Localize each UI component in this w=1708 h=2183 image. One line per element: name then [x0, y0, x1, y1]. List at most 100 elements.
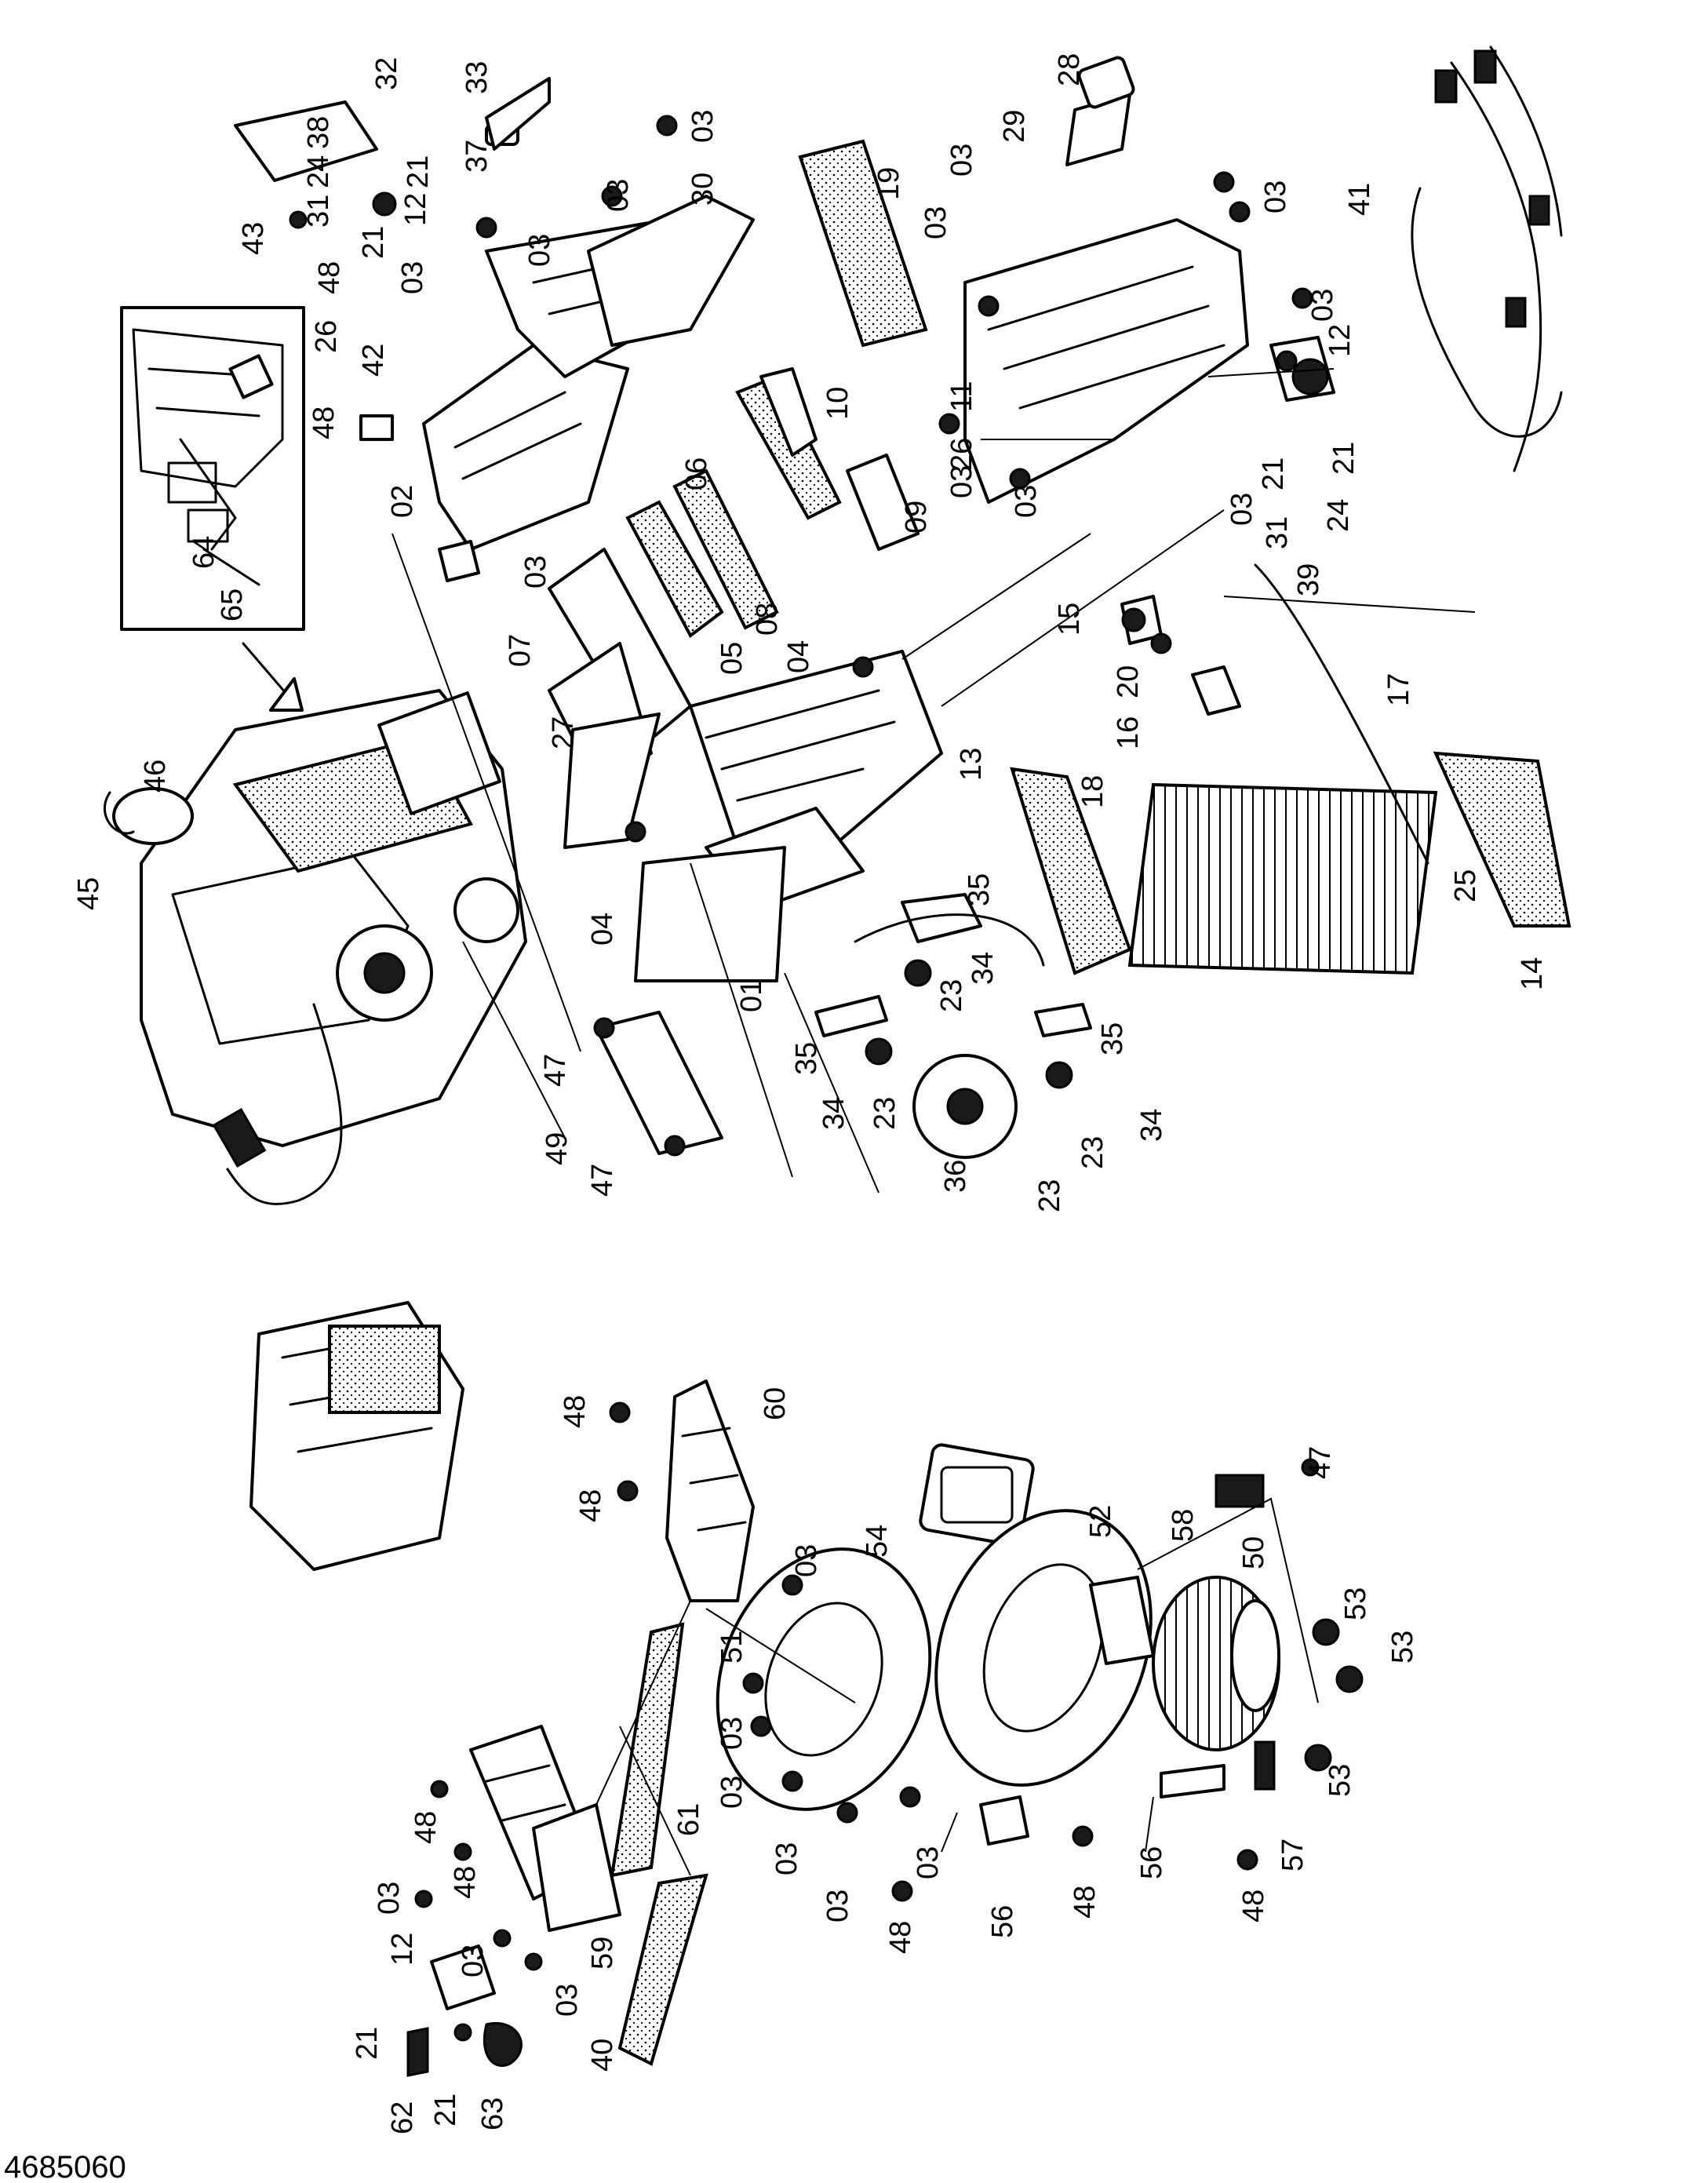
callout-40: 40 [586, 2039, 619, 2072]
callout-01: 01 [735, 979, 768, 1012]
connector-57 [1254, 1740, 1276, 1791]
callout-21: 21 [351, 2027, 384, 2060]
callout-03: 03 [945, 144, 978, 177]
callout-12: 12 [386, 1933, 419, 1966]
callout-54: 54 [861, 1525, 894, 1558]
callout-31: 31 [302, 195, 335, 228]
small-parts-lower [414, 1401, 1364, 2042]
callout-03: 03 [790, 1544, 823, 1577]
callout-23: 23 [1033, 1179, 1066, 1212]
callout-09: 09 [900, 501, 933, 534]
callout-47: 47 [539, 1054, 572, 1087]
callout-03: 03 [920, 206, 952, 239]
callout-labels-lower: 48 60 48 54 03 47 52 58 50 51 53 53 03 0… [351, 1387, 1419, 2134]
callout-37: 37 [461, 140, 493, 173]
callout-36: 36 [939, 1160, 972, 1193]
leader-lines-lower [595, 1497, 1319, 1876]
callout-03: 03 [821, 1890, 854, 1922]
blower-motor-wheel [1152, 1576, 1280, 1751]
intake-housing [665, 1379, 755, 1602]
callout-30: 30 [686, 173, 719, 206]
callout-03: 03 [396, 261, 429, 294]
lower-exploded-assembly [249, 1301, 1364, 2077]
callout-27: 27 [547, 716, 580, 749]
callout-35: 35 [790, 1042, 823, 1075]
callout-42: 42 [357, 344, 390, 377]
upper-exploded-assembly [104, 46, 1571, 1205]
callout-41: 41 [1343, 183, 1376, 216]
callout-35: 35 [963, 873, 996, 906]
callout-16: 16 [1112, 716, 1145, 749]
callout-52: 52 [1084, 1505, 1117, 1538]
callout-03: 03 [770, 1842, 803, 1875]
callout-48: 48 [449, 1866, 482, 1899]
callout-48: 48 [559, 1395, 592, 1428]
callout-39: 39 [1292, 563, 1325, 596]
callout-57: 57 [1276, 1839, 1309, 1871]
callout-61: 61 [672, 1803, 705, 1836]
callout-47: 47 [586, 1164, 619, 1197]
callout-19: 19 [872, 167, 905, 200]
scroll-housing-upper [934, 1509, 1155, 1787]
callout-03: 03 [945, 465, 978, 498]
callout-17: 17 [1382, 673, 1415, 706]
callout-34: 34 [1135, 1109, 1168, 1142]
callout-48: 48 [884, 1921, 917, 1954]
callout-23: 23 [935, 979, 968, 1012]
callout-64: 64 [188, 536, 220, 569]
cabin-filter [610, 1622, 685, 1878]
callout-21: 21 [429, 2094, 462, 2127]
callout-04: 04 [782, 640, 815, 673]
callout-23: 23 [869, 1097, 901, 1130]
callout-18: 18 [1076, 775, 1109, 808]
callout-21: 21 [1327, 442, 1360, 475]
callout-21: 21 [357, 226, 390, 259]
callout-03: 03 [716, 1776, 748, 1809]
callout-62: 62 [386, 2101, 419, 2134]
pointer-arrow [242, 642, 304, 712]
callout-59: 59 [586, 1937, 619, 1970]
callout-13: 13 [955, 748, 988, 781]
callout-53: 53 [1386, 1631, 1419, 1664]
callout-31: 31 [1261, 516, 1294, 549]
callout-26: 26 [310, 320, 343, 353]
bracket-lower [979, 1795, 1029, 1846]
callout-23: 23 [1076, 1136, 1109, 1169]
callout-43: 43 [237, 222, 270, 255]
callout-11: 11 [945, 381, 978, 412]
callout-03: 03 [716, 1717, 748, 1750]
callout-45: 45 [72, 877, 105, 910]
callout-03: 03 [1225, 493, 1258, 526]
callout-38: 38 [302, 116, 335, 149]
callout-50: 50 [1237, 1536, 1270, 1569]
callout-51: 51 [716, 1631, 748, 1664]
callout-63: 63 [476, 2097, 509, 2130]
wire-harness [1411, 46, 1563, 472]
inset-detail-box [120, 306, 305, 631]
callout-49: 49 [541, 1132, 574, 1165]
assembled-blower-unit [249, 1301, 464, 1571]
callout-20: 20 [1112, 665, 1145, 698]
leader-lines-upper [391, 368, 1476, 1194]
callout-08: 08 [751, 603, 784, 636]
callout-02: 02 [386, 485, 419, 518]
callout-03: 03 [1306, 289, 1339, 322]
housing-components [422, 195, 943, 982]
callout-48: 48 [1069, 1886, 1102, 1919]
callout-48: 48 [410, 1811, 442, 1844]
gasket-ring [919, 1443, 1035, 1547]
callout-03: 03 [457, 1944, 490, 1977]
callout-33: 33 [461, 61, 493, 94]
callout-56: 56 [986, 1905, 1019, 1938]
seal-40 [617, 1873, 708, 2066]
callout-53: 53 [1324, 1764, 1357, 1797]
callout-24: 24 [1322, 499, 1355, 532]
callout-48: 48 [1237, 1890, 1270, 1922]
callout-labels-upper: 03 30 19 28 29 03 03 03 03 41 32 33 38 3… [72, 53, 1549, 1212]
small-parts-upper [228, 77, 1313, 1159]
callout-21: 21 [1257, 457, 1290, 490]
blower-resistor [1215, 1474, 1265, 1508]
callout-03: 03 [912, 1846, 945, 1879]
callout-06: 06 [680, 457, 713, 490]
